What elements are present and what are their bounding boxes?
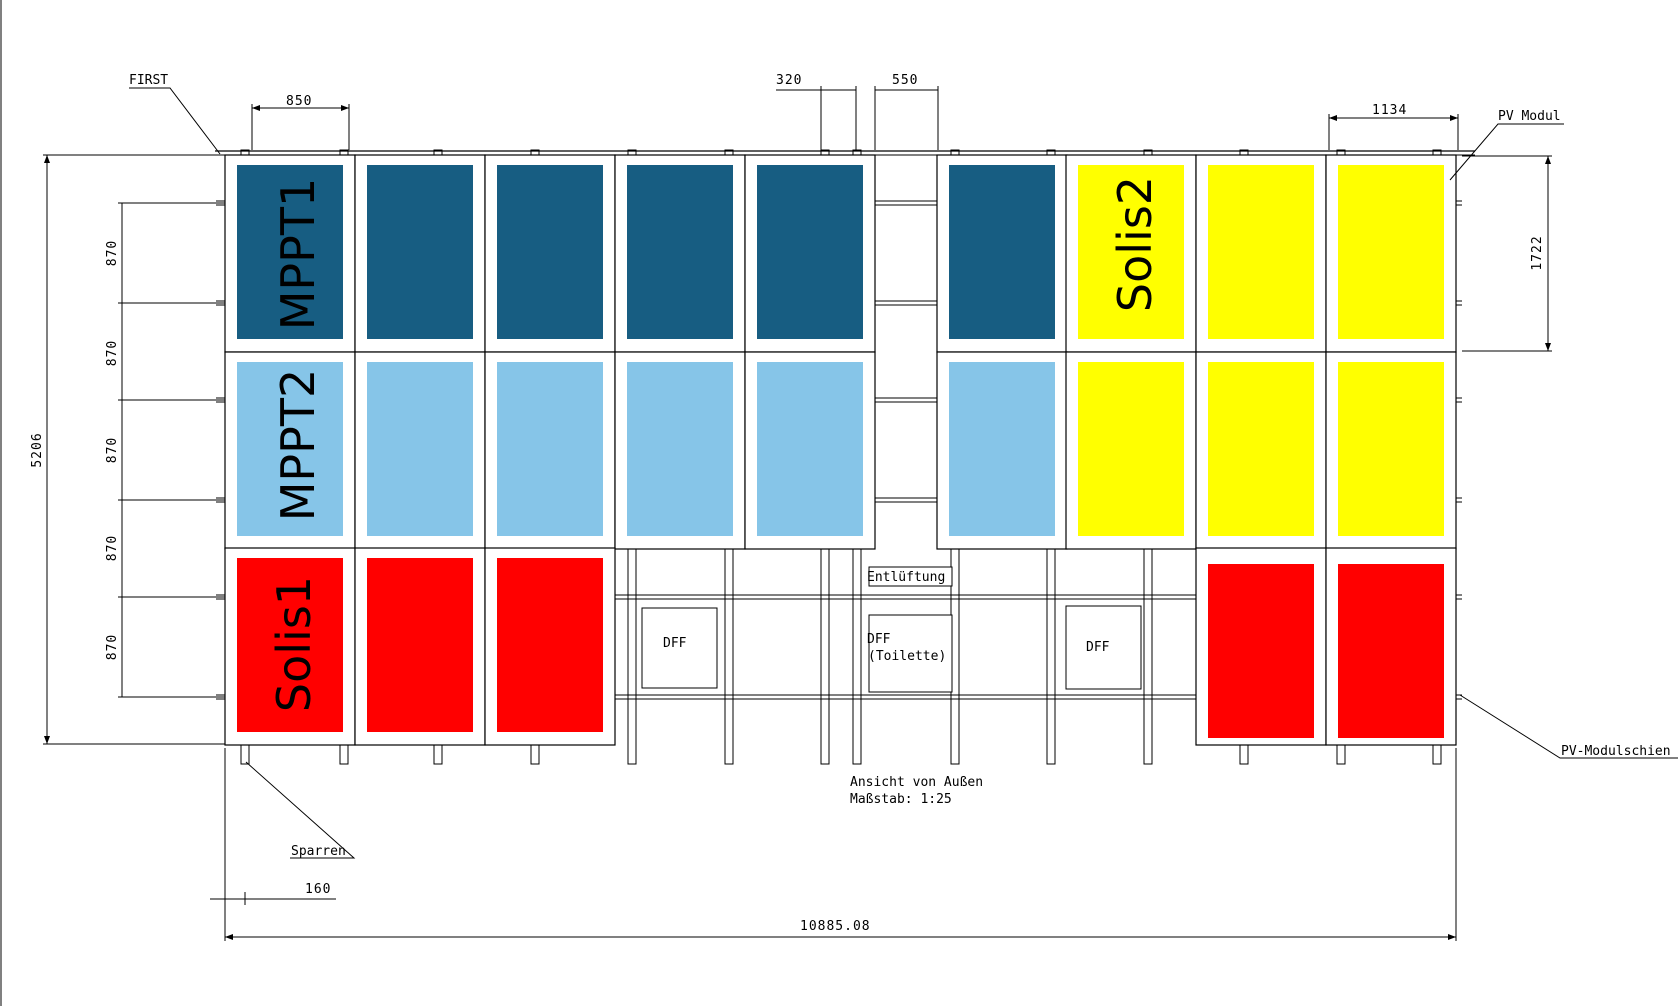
pv-modules [237,165,1444,738]
pv-module-solis2 [1338,165,1444,339]
pv-module-solis1 [497,558,603,732]
first-callout: FIRST [129,73,168,88]
dim-1722: 1722 [1530,235,1545,270]
pv-module-mppt2 [367,362,473,536]
dim-160: 160 [305,882,331,897]
dim-870-2: 870 [105,340,120,366]
dim-550: 550 [892,73,918,88]
pv-modul-callout: PV Modul [1498,109,1561,124]
vent-label: Entlüftung [867,570,945,585]
dff-toilet-label-2: (Toilette) [868,649,946,664]
callout-leaders [129,87,1678,859]
pv-module-solis2 [1208,362,1314,536]
pv-module-mppt2 [497,362,603,536]
pv-module-mppt1 [367,165,473,339]
dim-870-1: 870 [105,240,120,266]
dimension-arrows [44,105,1551,940]
pv-modulschiene-callout: PV-Modulschien [1561,744,1671,759]
pv-module-mppt1 [237,165,343,339]
dim-870-5: 870 [105,634,120,660]
dimension-lines [43,86,1552,941]
view-caption: Ansicht von Außen [850,775,983,790]
pv-module-mppt1 [627,165,733,339]
scale-caption: Maßstab: 1:25 [850,792,952,807]
dff-window-left [641,607,718,689]
sparren-callout: Sparren [291,844,346,859]
pv-module-mppt1 [497,165,603,339]
dim-320: 320 [776,73,802,88]
pv-module-solis2 [1078,362,1184,536]
pv-module-mppt2 [237,362,343,536]
dff-toilet-window [868,614,953,693]
pv-module-solis1 [1208,564,1314,738]
pv-module-mppt1 [757,165,863,339]
pv-module-solis1 [1338,564,1444,738]
pv-module-solis2 [1338,362,1444,536]
solis2-label: Solis2 [1108,176,1162,312]
dim-5206: 5206 [30,432,45,467]
mppt1-label: MPPT1 [271,178,325,331]
pv-module-mppt2 [757,362,863,536]
mppt2-label: MPPT2 [271,369,325,522]
dff-toilet-label-1: DFF [867,632,891,647]
pv-module-solis2 [1208,165,1314,339]
pv-module-mppt2 [949,362,1055,536]
dim-870-3: 870 [105,437,120,463]
dff-window-right [1065,605,1142,690]
pv-module-mppt1 [949,165,1055,339]
pv-module-solis1 [237,558,343,732]
dff-window-right-label: DFF [1086,640,1110,655]
vent-box [868,566,953,587]
pv-module-solis2 [1078,165,1184,339]
dim-total-width: 10885.08 [800,919,871,934]
solis1-label: Solis1 [267,576,321,712]
pv-module-solis1 [367,558,473,732]
dim-850: 850 [286,94,312,109]
pv-module-mppt2 [627,362,733,536]
dim-1134: 1134 [1372,103,1407,118]
dim-870-4: 870 [105,535,120,561]
dff-window-left-label: DFF [663,636,687,651]
